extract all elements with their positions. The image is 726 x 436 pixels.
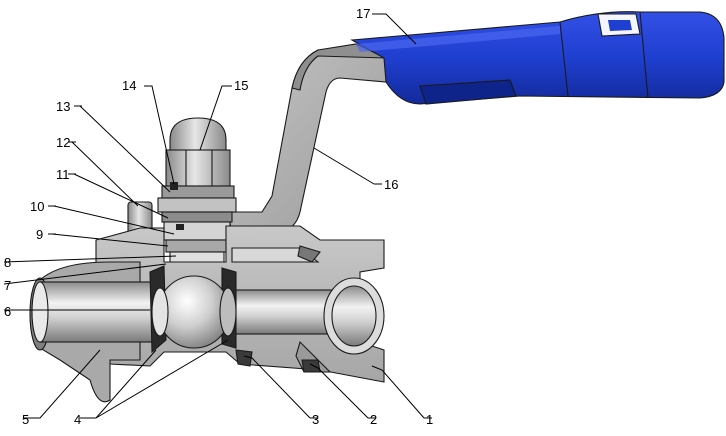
callout-11: 11 [56, 167, 70, 182]
gasket [301, 359, 321, 373]
callout-10: 10 [30, 199, 44, 214]
body-seal [235, 349, 253, 367]
end-cap-left [29, 261, 159, 403]
right-bore [225, 277, 385, 373]
callout-1: 1 [426, 412, 433, 427]
callout-12: 12 [56, 135, 70, 150]
callout-15: 15 [234, 78, 248, 93]
callout-17: 17 [356, 6, 370, 21]
callout-5: 5 [22, 412, 29, 427]
callout-13: 13 [56, 99, 70, 114]
callout-8: 8 [4, 255, 11, 270]
callout-4: 4 [74, 412, 81, 427]
callout-6: 6 [4, 304, 11, 319]
callout-7: 7 [4, 278, 11, 293]
callout-9: 9 [36, 227, 43, 242]
leader-lines [3, 13, 432, 419]
handle-lever [227, 43, 387, 235]
ball [151, 275, 237, 349]
callout-labels: 1 2 3 4 5 6 7 8 9 10 11 12 13 14 15 16 1… [4, 6, 433, 427]
callout-3: 3 [312, 412, 319, 427]
callout-14: 14 [122, 78, 136, 93]
callout-2: 2 [370, 412, 377, 427]
handle-grip [350, 11, 725, 105]
callout-16: 16 [384, 177, 398, 192]
